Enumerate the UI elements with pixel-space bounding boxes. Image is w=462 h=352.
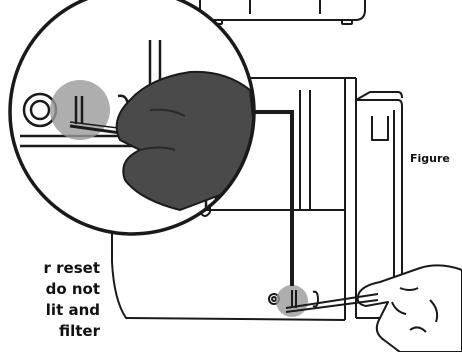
zoom-view — [10, 0, 254, 234]
caption-line: r reset — [43, 259, 100, 277]
gloved-hand-icon — [115, 70, 254, 212]
zoom-circle-border — [8, 0, 256, 236]
caption-line: filter — [58, 322, 100, 340]
reset-tool-pin — [285, 293, 379, 313]
figure-label: Figure — [410, 152, 450, 165]
hand-with-tool-icon — [356, 264, 462, 352]
caption-line: do not — [45, 280, 100, 298]
instruction-caption: r reset do not lit and filter — [0, 258, 100, 342]
caption-line: lit and — [45, 301, 100, 319]
upper-appliance-base — [199, 0, 366, 25]
